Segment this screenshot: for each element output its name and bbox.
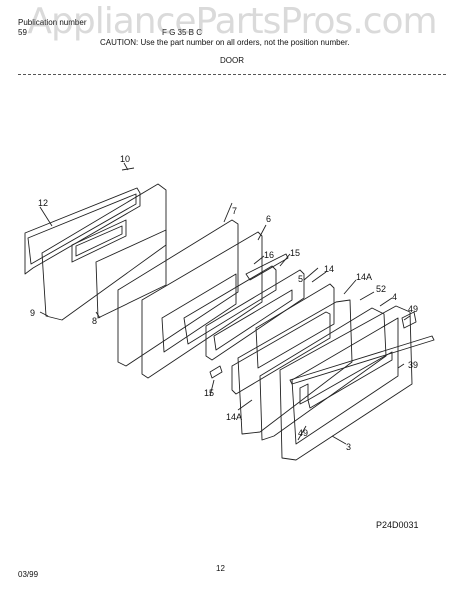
callout-39: 39 (408, 360, 418, 370)
part-inner-6 (141, 231, 263, 379)
callout-15: 15 (290, 248, 300, 258)
callout-10: 10 (120, 154, 130, 164)
part-liner-7 (117, 219, 239, 367)
callout-16: 16 (264, 250, 274, 260)
part-handle-39 (289, 335, 435, 385)
part-screw-10 (121, 167, 135, 171)
publication-code: 59 (18, 28, 27, 37)
callout-49-top: 49 (408, 304, 418, 314)
part-front-door-3 (279, 305, 413, 461)
callout-5: 5 (298, 274, 303, 284)
callout-15-lower: 15 (204, 388, 214, 398)
header-divider (18, 74, 446, 75)
part-panel-8 (95, 229, 167, 319)
section-title: DOOR (220, 56, 244, 65)
part-bracket-16 (183, 253, 289, 345)
callout-49-lower: 49 (298, 428, 308, 438)
callout-14a-lower: 14A (226, 412, 242, 422)
callout-8: 8 (92, 316, 97, 326)
callout-14: 14 (324, 264, 334, 274)
part-glass-14a (237, 299, 353, 435)
callout-12: 12 (38, 198, 48, 208)
part-frame-4 (259, 307, 387, 441)
callout-52: 52 (376, 284, 386, 294)
model-number: F G 35 B C (162, 28, 203, 37)
callout-14a: 14A (356, 272, 372, 282)
footer-date: 03/99 (18, 570, 39, 579)
figure-code: P24D0031 (376, 520, 419, 530)
callout-9: 9 (30, 308, 35, 318)
page-number: 12 (216, 564, 225, 573)
part-glass-14 (231, 283, 335, 395)
callout-3: 3 (346, 442, 351, 452)
callout-7: 7 (232, 206, 237, 216)
callout-4: 4 (392, 292, 397, 302)
part-hinge-49 (401, 311, 417, 329)
part-gasket-12 (24, 187, 141, 275)
callout-6: 6 (266, 214, 271, 224)
caution-note: CAUTION: Use the part number on all orde… (100, 38, 350, 47)
part-window-5 (205, 269, 305, 361)
publication-label: Publication number (18, 18, 87, 27)
part-clip-15 (209, 365, 223, 379)
